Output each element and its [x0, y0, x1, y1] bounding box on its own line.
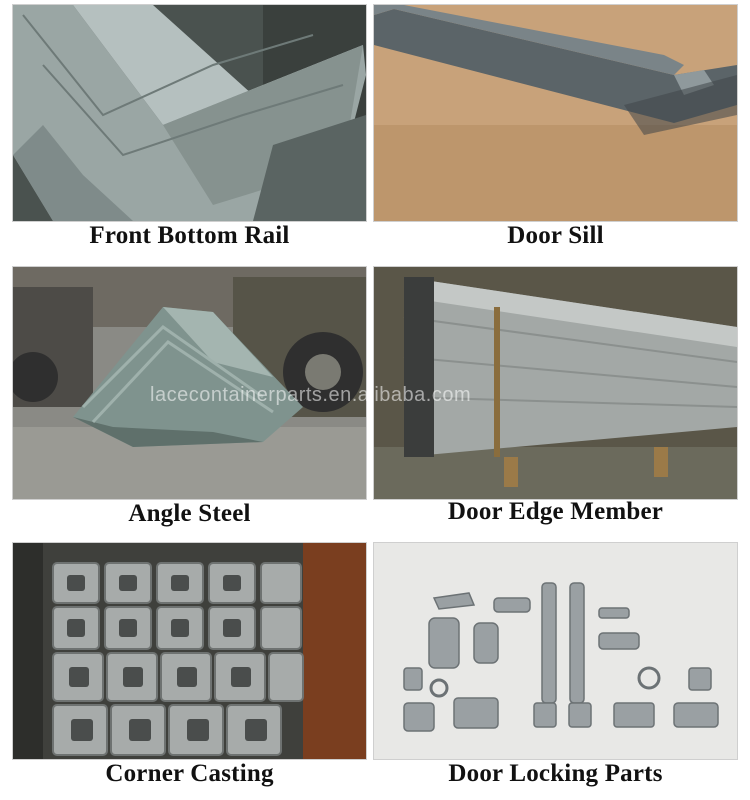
- watermark-text: lacecontainerparts.en.alibaba.com: [150, 384, 472, 406]
- door-locking-parts-photo: [373, 542, 738, 760]
- corner-casting-caption: Corner Casting: [105, 760, 274, 787]
- door-sill-caption: Door Sill: [507, 222, 604, 249]
- front-bottom-rail-photo: [12, 4, 367, 222]
- door-sill-photo: [373, 4, 738, 222]
- product-card-angle-steel: Angle Steel: [12, 262, 367, 532]
- product-card-door-edge-member: Door Edge Member: [373, 262, 738, 532]
- door-locking-parts-caption: Door Locking Parts: [448, 760, 663, 787]
- product-card-front-bottom-rail: Front Bottom Rail: [12, 0, 367, 262]
- product-card-corner-casting: Corner Casting: [12, 538, 367, 800]
- door-edge-member-caption: Door Edge Member: [447, 498, 664, 525]
- product-card-door-locking-parts: Door Locking Parts: [373, 538, 738, 800]
- corner-casting-photo: [12, 542, 367, 760]
- front-bottom-rail-caption: Front Bottom Rail: [89, 222, 290, 249]
- product-card-door-sill: Door Sill: [373, 0, 738, 262]
- angle-steel-caption: Angle Steel: [128, 500, 251, 527]
- angle-steel-photo: [12, 266, 367, 500]
- door-edge-member-photo: [373, 266, 738, 500]
